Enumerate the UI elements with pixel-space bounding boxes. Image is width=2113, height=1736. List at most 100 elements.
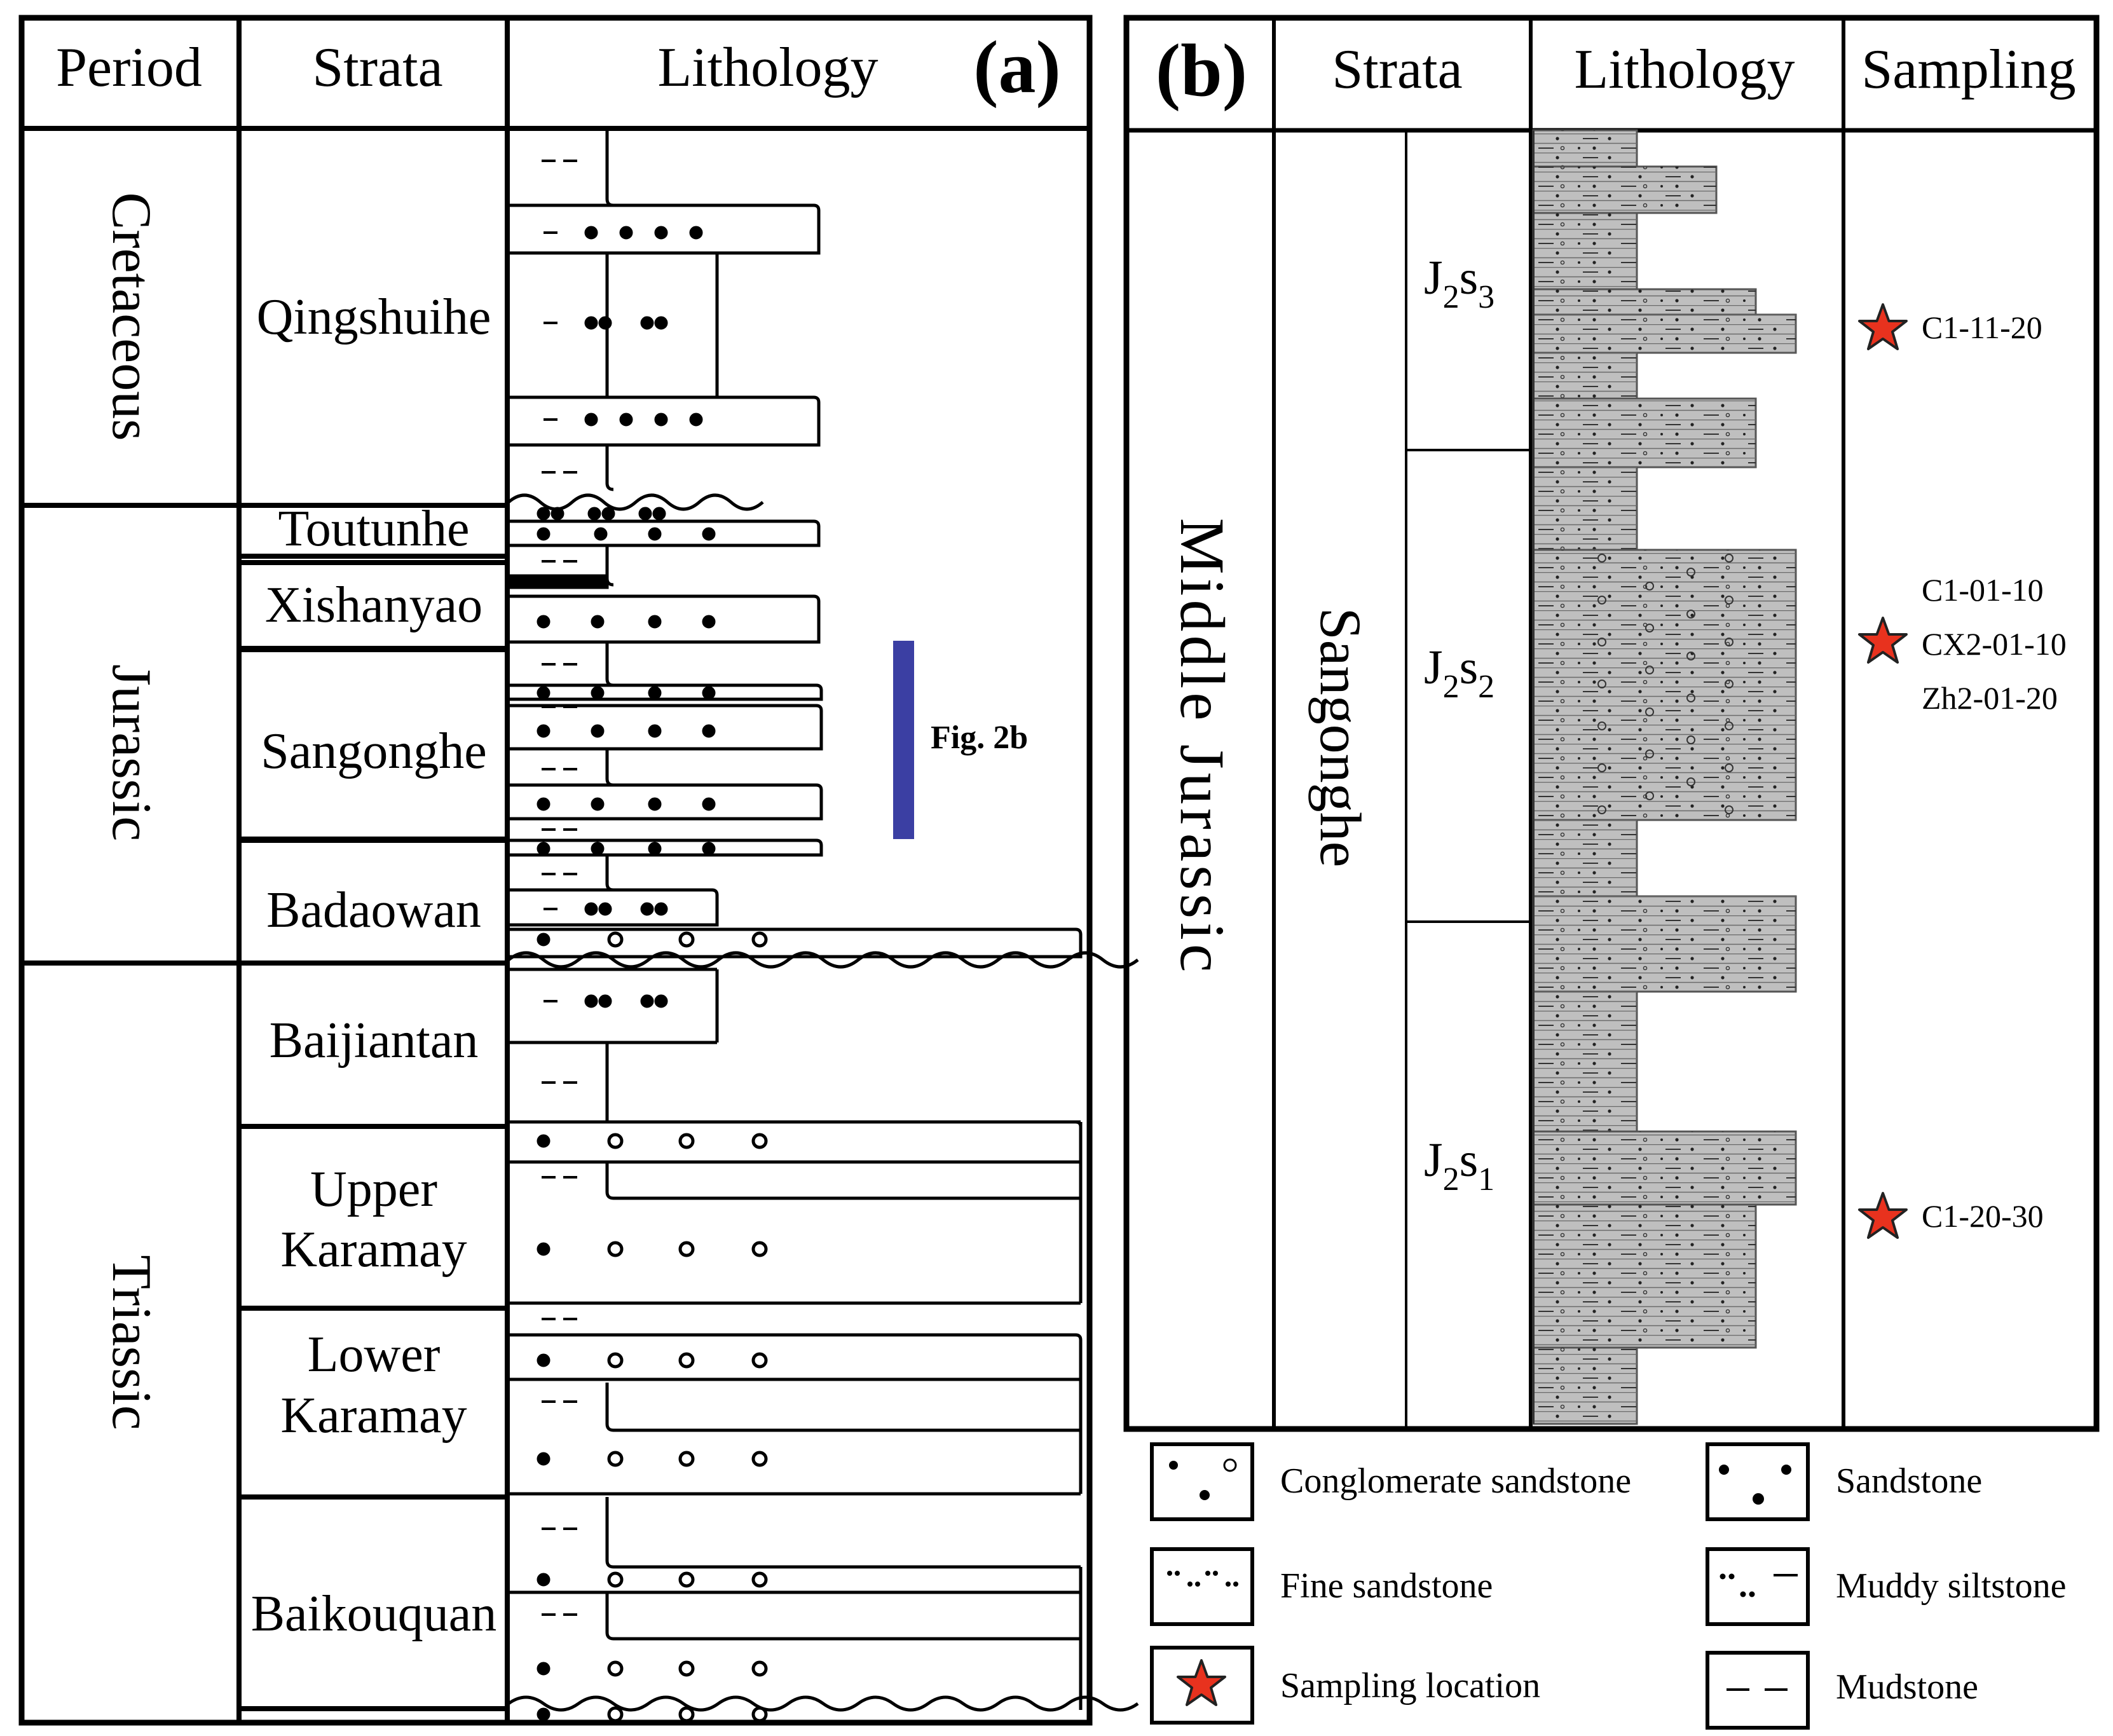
- gravel-grain: [1597, 638, 1606, 646]
- sand-grain: [598, 994, 612, 1008]
- sand-grain: [591, 724, 605, 738]
- sand-grain: [584, 994, 598, 1008]
- gravel-grain: [1597, 596, 1606, 605]
- sand-grain: [537, 724, 550, 738]
- lithology-bed-pattern: [1533, 992, 1637, 1131]
- sampling-star-lower: [1858, 1192, 1908, 1239]
- gravel-grain: [1725, 721, 1733, 730]
- gravel-grain: [1725, 805, 1733, 814]
- header-period: Period: [56, 37, 202, 99]
- sand-grain: [654, 902, 668, 916]
- strata-lower: Lower: [308, 1327, 441, 1383]
- gravel-grain: [751, 1451, 768, 1467]
- gravel-grain: [678, 1241, 695, 1257]
- legend-sandstone: Sandstone: [1836, 1461, 1982, 1501]
- sand-grain: [550, 507, 564, 521]
- strata-xishanyao: Xishanyao: [265, 577, 482, 633]
- gravel-grain: [607, 1706, 624, 1723]
- sand-bed: [509, 838, 823, 857]
- fig-2b-range-bar: [893, 641, 914, 839]
- formation-sangonghe: Sangonghe: [1308, 608, 1373, 868]
- sample-c1-11-20: C1-11-20: [1922, 310, 2042, 345]
- gravel-grain: [1686, 610, 1695, 619]
- sand-bed: [509, 1333, 1083, 1381]
- mud-bed-edge: [605, 1497, 614, 1569]
- gravel-grain: [1725, 596, 1733, 605]
- gravel-grain: [607, 1352, 624, 1369]
- header-strata: Strata: [312, 37, 442, 99]
- mud-bed-edge: [605, 855, 614, 892]
- sand-grain: [689, 413, 703, 427]
- sand-bed: [509, 519, 821, 547]
- sand-grain: [537, 527, 550, 541]
- sand-grain: [584, 316, 598, 330]
- sand-grain: [598, 902, 612, 916]
- legend-box-sandstone: [1706, 1442, 1810, 1521]
- gravel-grain: [1597, 805, 1606, 814]
- sand-grain: [654, 226, 668, 240]
- panel-a-label: (a): [973, 25, 1061, 109]
- sand-grain: [648, 797, 662, 811]
- gravel-grain: [607, 1133, 624, 1149]
- gravel-grain: [1597, 763, 1606, 772]
- gravel-grain: [678, 1571, 695, 1588]
- mud-bed-edge: [605, 1592, 614, 1641]
- gravel-grain: [1597, 680, 1606, 688]
- gravel-grain: [1686, 694, 1695, 702]
- lithology-bed-pattern: [1533, 1131, 1796, 1205]
- sand-grain: [702, 615, 716, 629]
- gravel-grain: [1597, 721, 1606, 730]
- gravel-grain: [678, 1133, 695, 1149]
- strata-upper-karamay: Karamay: [280, 1222, 467, 1278]
- sand-grain: [591, 686, 605, 700]
- gravel-grain: [1645, 707, 1654, 716]
- sand-grain: [654, 994, 668, 1008]
- sand-grain: [648, 686, 662, 700]
- sand-grain: [537, 1242, 550, 1256]
- sand-grain: [619, 226, 633, 240]
- legend-mudstone: Mudstone: [1836, 1667, 1978, 1707]
- sand-grain: [640, 902, 654, 916]
- strata-baijiantan: Baijiantan: [270, 1013, 479, 1069]
- lithology-bed-pattern: [1533, 213, 1637, 289]
- period-cretaceous: Cretaceous: [100, 193, 162, 441]
- sand-grain: [648, 842, 662, 856]
- strata-upper: Upper: [310, 1161, 437, 1217]
- legend-fine-sandstone: Fine sandstone: [1280, 1566, 1493, 1606]
- sand-grain: [537, 507, 550, 521]
- legend-box-conglomerate: [1150, 1442, 1254, 1521]
- gravel-grain: [678, 1451, 695, 1467]
- sand-grain: [702, 842, 716, 856]
- sand-bed: [509, 783, 823, 821]
- lithology-bed-pattern: [1533, 353, 1637, 399]
- sand-grain: [537, 1707, 550, 1721]
- sand-grain: [598, 316, 612, 330]
- strata-lower-karamay: Karamay: [280, 1388, 467, 1444]
- gravel-grain: [751, 931, 768, 948]
- member-j2s2: J2s2: [1424, 641, 1494, 705]
- panel-b-frame: [1123, 15, 2100, 1432]
- sand-grain: [619, 413, 633, 427]
- sand-grain: [537, 1134, 550, 1148]
- panel-a: Period Strata Lithology (a) Cretaceous J…: [18, 15, 1139, 1726]
- panel-b-label: (b): [1156, 29, 1247, 112]
- gravel-grain: [1725, 763, 1733, 772]
- mud-bed-edge: [605, 1163, 614, 1200]
- gravel-grain: [1725, 638, 1733, 646]
- strata-badaowan: Badaowan: [266, 882, 481, 938]
- sand-bed: [509, 683, 823, 701]
- sand-grain: [591, 797, 605, 811]
- lithology-bed-pattern: [1533, 1205, 1756, 1348]
- mud-bed-edge: [605, 642, 614, 687]
- gravel-grain: [1645, 666, 1654, 674]
- sand-grain: [584, 413, 598, 427]
- sand-bed: [509, 704, 823, 751]
- mud-bed-edge: [605, 1383, 614, 1432]
- sand-grain: [537, 615, 550, 629]
- sand-grain: [648, 724, 662, 738]
- lithology-bed-pattern: [1533, 167, 1716, 213]
- gravel-grain: [751, 1352, 768, 1369]
- sampling-star-middle: [1858, 617, 1908, 664]
- gravel-grain: [1645, 624, 1654, 632]
- sand-bed: [509, 594, 821, 644]
